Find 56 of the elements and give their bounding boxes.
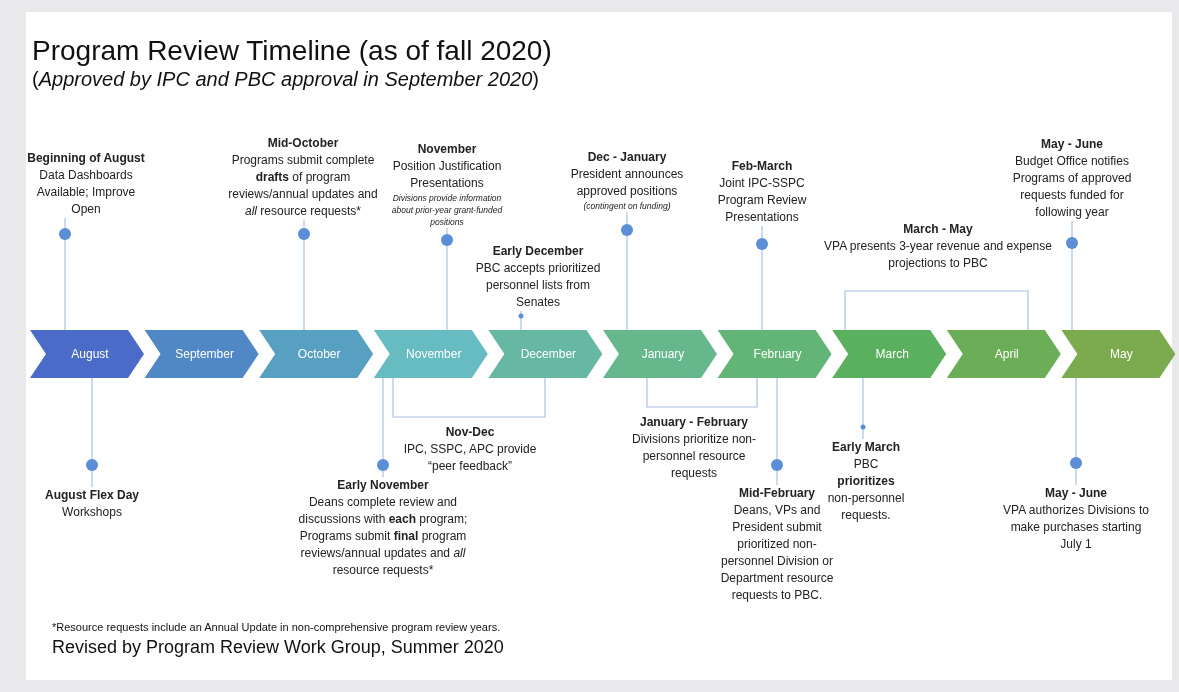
event-description: President announces approved positions [569, 166, 685, 200]
event-date: Mid-October [267, 135, 339, 152]
event-note: Divisions provide information about prior-year grant-funded positions [390, 192, 504, 228]
event-date: Early March [831, 439, 900, 456]
event-date: August Flex Day [45, 487, 139, 504]
month-label: March [874, 346, 909, 363]
footnote: *Resource requests include an Annual Update in non-comprehensive program review years. [52, 620, 501, 634]
event-description: VPA authorizes Divisions to make purchases starting July 1 [1002, 502, 1150, 553]
revision-note: Revised by Program Review Work Group, Summer 2020 [52, 636, 504, 659]
pin-line [1066, 220, 1078, 331]
event-date: May - June [1045, 485, 1107, 502]
event-description: IPC, SSPC, APC provide “peer feedback” [402, 441, 538, 475]
month-label: April [993, 346, 1019, 363]
event-description: Joint IPC-SSPC Program Review Presentations [716, 175, 808, 226]
event-date: November [417, 141, 477, 158]
event-date: May - June [1041, 136, 1103, 153]
event-date: Early November [337, 477, 429, 494]
event-date: Beginning of August [27, 150, 145, 167]
event-description: Programs submit complete drafts of program reviews/annual updates and all resource requests* [227, 152, 379, 220]
month-label: September [174, 346, 234, 363]
event-description: Workshops [62, 504, 122, 521]
pin-line [860, 377, 866, 440]
event-description: Position Justification Presentations [391, 158, 503, 192]
month-label: October [296, 346, 341, 363]
month-label: February [752, 346, 802, 363]
subtitle: (Approved by IPC and PBC approval in September 2020) [32, 67, 539, 92]
event-description: Budget Office notifies Programs of approved requests funded for following year [1011, 153, 1133, 221]
event-description: VPA presents 3-year revenue and expense projections to PBC [823, 238, 1053, 272]
event-date: Nov-Dec [445, 424, 495, 441]
month-label: August [70, 346, 109, 363]
month-label: January [640, 346, 685, 363]
event-description: Deans complete review and discussions with each program; Programs submit final program reviews/annual updates and all resource requests* [298, 494, 468, 579]
event-date: Dec - January [587, 149, 667, 166]
pin-line [59, 217, 71, 331]
pin-line [621, 211, 633, 331]
pin-line [1070, 377, 1082, 486]
event-description: PBC accepts prioritized personnel lists from Senates [474, 260, 602, 311]
pin-line [377, 377, 389, 478]
event-description: Divisions prioritize non-personnel resource requests [630, 431, 757, 482]
pin-line [298, 219, 310, 331]
pin-line [86, 377, 98, 488]
event-date: March - May [903, 221, 973, 238]
pin-line [756, 225, 768, 331]
title: Program Review Timeline (as of fall 2020) [32, 34, 552, 68]
event-date: Mid-February [739, 485, 815, 502]
event-date: Early December [492, 243, 584, 260]
pin-line [441, 227, 453, 331]
event-description: Data Dashboards Available; Improve Open [35, 167, 137, 218]
month-label: December [519, 346, 577, 363]
pin-line [518, 310, 524, 331]
event-note: (contingent on funding) [583, 200, 671, 212]
event-date: Feb-March [731, 158, 793, 175]
event-date: January - February [639, 414, 748, 431]
month-label: May [1109, 346, 1133, 363]
pin-line [771, 377, 783, 486]
month-label: November [405, 346, 462, 363]
